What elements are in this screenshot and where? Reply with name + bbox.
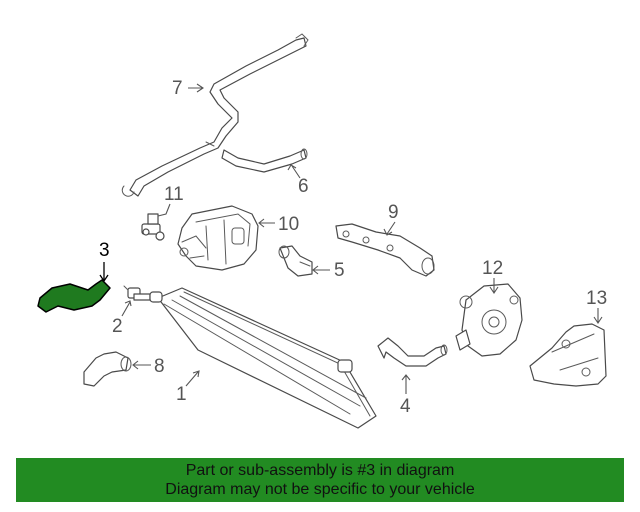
callout-6[interactable]: 6	[298, 176, 309, 197]
callout-11[interactable]: 11	[164, 184, 184, 205]
part-13-bracket[interactable]	[529, 323, 607, 387]
leader-10	[258, 218, 275, 228]
callout-7[interactable]: 7	[172, 78, 183, 99]
leader-3	[99, 262, 109, 283]
part-11-sensor[interactable]	[141, 213, 165, 241]
callout-2[interactable]: 2	[112, 316, 123, 337]
part-2-bleeder-screw[interactable]	[123, 285, 151, 301]
leader-5	[312, 265, 330, 275]
callout-5[interactable]: 5	[334, 260, 345, 281]
part-3-radiator-hose[interactable]	[37, 279, 111, 313]
callout-12[interactable]: 12	[482, 258, 503, 279]
callout-8[interactable]: 8	[154, 356, 165, 377]
part-7-coolant-pipe[interactable]	[121, 33, 309, 197]
leader-4	[401, 374, 411, 394]
part-8-lower-hose[interactable]	[83, 351, 132, 387]
part-12-water-pump[interactable]	[455, 283, 523, 357]
banner-line-1: Part or sub-assembly is #3 in diagram	[185, 462, 455, 479]
leader-7	[188, 83, 204, 93]
part-5-elbow-hose[interactable]	[278, 245, 313, 277]
callout-10[interactable]: 10	[278, 214, 299, 235]
leader-8	[132, 360, 151, 370]
leader-1	[185, 370, 200, 387]
callout-13[interactable]: 13	[586, 288, 607, 309]
callout-1[interactable]: 1	[176, 384, 187, 405]
leader-9	[383, 221, 396, 236]
part-9-bracket[interactable]	[335, 223, 435, 277]
leader-13	[593, 308, 603, 324]
callout-4[interactable]: 4	[400, 396, 411, 417]
callout-3[interactable]: 3	[99, 240, 110, 261]
info-banner: Part or sub-assembly is #3 in diagram Di…	[16, 458, 624, 502]
leader-11	[157, 203, 171, 217]
callout-9[interactable]: 9	[388, 202, 399, 223]
leader-12	[489, 278, 499, 294]
part-6-hose[interactable]	[221, 148, 308, 173]
banner-line-2: Diagram may not be specific to your vehi…	[165, 481, 475, 498]
part-10-reservoir[interactable]	[177, 205, 259, 271]
part-4-hose[interactable]	[377, 337, 448, 367]
leader-2	[121, 300, 132, 317]
leader-6	[287, 164, 301, 179]
part-1-radiator[interactable]	[149, 287, 377, 429]
